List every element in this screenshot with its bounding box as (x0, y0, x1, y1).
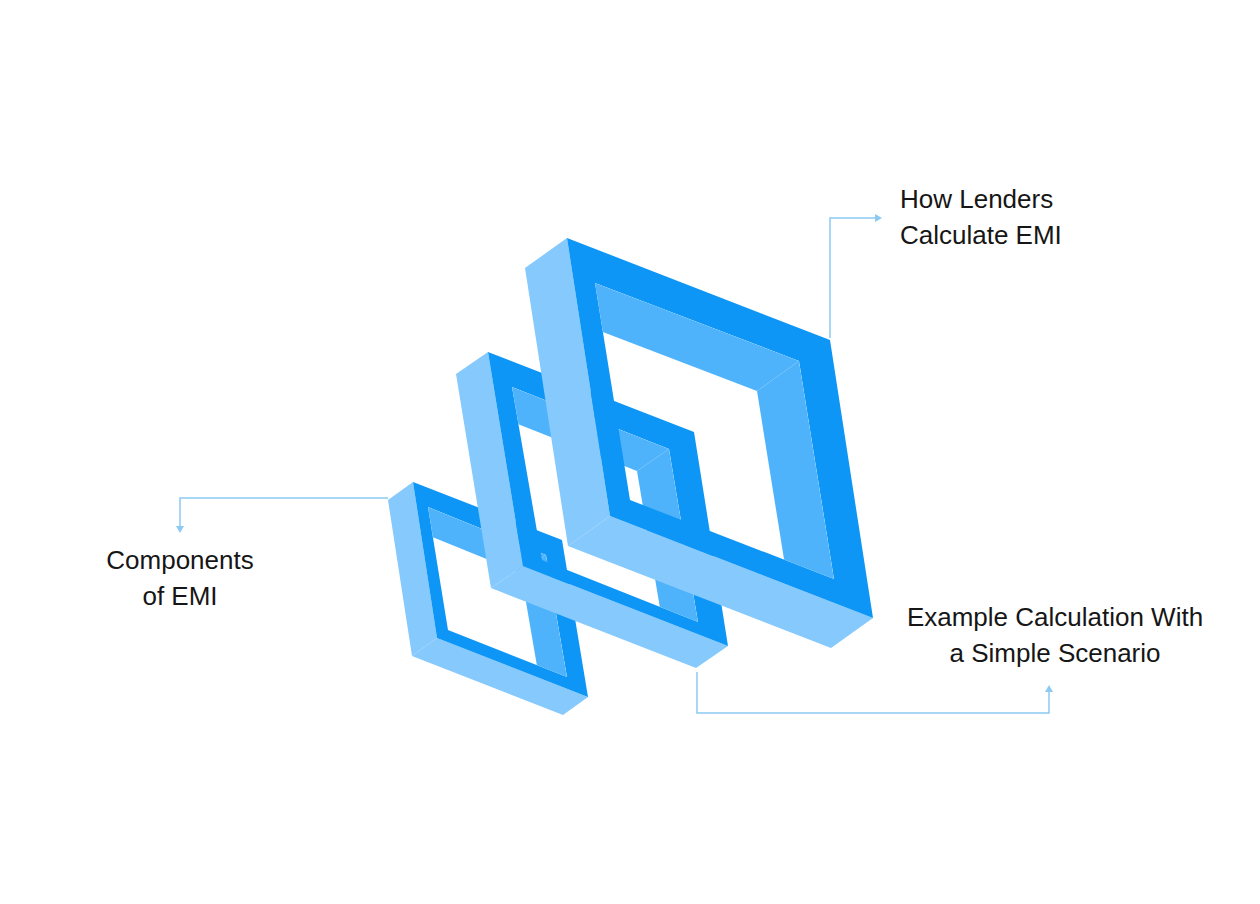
square-frame (525, 238, 873, 648)
callout-label: Example Calculation With a Simple Scenar… (905, 600, 1205, 672)
frame-inner-wall (757, 361, 834, 609)
leader-arrowhead (176, 526, 184, 533)
callout-label: Components of EMI (93, 543, 268, 615)
leader-line (697, 672, 1049, 713)
frame-inner-wall (553, 283, 799, 391)
leader-arrowhead (1045, 685, 1053, 692)
leader-line (830, 218, 876, 338)
frame-inner (553, 283, 834, 609)
leader-line (180, 498, 388, 526)
callout-label: How Lenders Calculate EMI (900, 182, 1100, 254)
leader-arrowhead (875, 214, 882, 222)
